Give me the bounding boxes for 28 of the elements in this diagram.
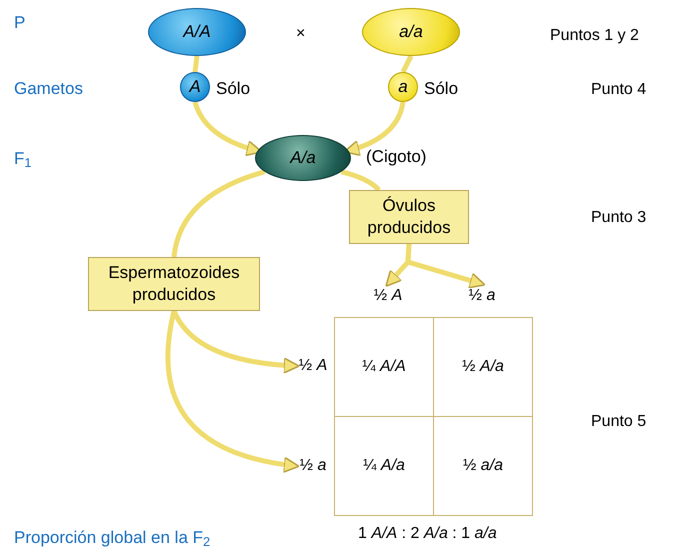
process-box: Óvulos producidos [349,190,469,244]
process-box: Espermatozoides producidos [88,257,260,311]
note-label: Punto 5 [591,412,646,432]
generation-label: Proporción global en la F$_{2}$ [14,527,210,548]
note-label: Punto 3 [591,208,646,228]
arrow [405,244,486,289]
genotype-ellipse: a/a [362,8,460,56]
zygote-ellipse: A/a [255,135,351,181]
generation-label: Gametos [14,78,83,100]
note-label: Puntos 1 y 2 [550,26,639,46]
node-caption: (Cigoto) [366,146,426,168]
node-caption: Sólo [424,78,458,100]
punnett-cell: ½ a/a [433,416,533,516]
arrow [166,310,300,472]
allele-fraction: ½ a [296,454,330,478]
punnett-cell: ½ A/a [433,317,533,417]
note-label: 1 A/A : 2 A/a : 1 a/a [358,524,497,544]
punnett-cell: ¼ A/a [334,416,434,516]
generation-label: P [14,12,26,34]
allele-fraction: ½ a [462,284,502,308]
note-label: Punto 4 [591,80,646,100]
node-caption: Sólo [216,78,250,100]
genotype-ellipse: A/A [148,8,246,56]
allele-fraction: ½ A [368,284,408,308]
generation-label: F$_{1}$ [14,148,32,172]
allele-fraction: ½ A [296,354,330,378]
note-label: × [296,24,306,44]
punnett-cell: ¼ A/A [334,317,434,417]
